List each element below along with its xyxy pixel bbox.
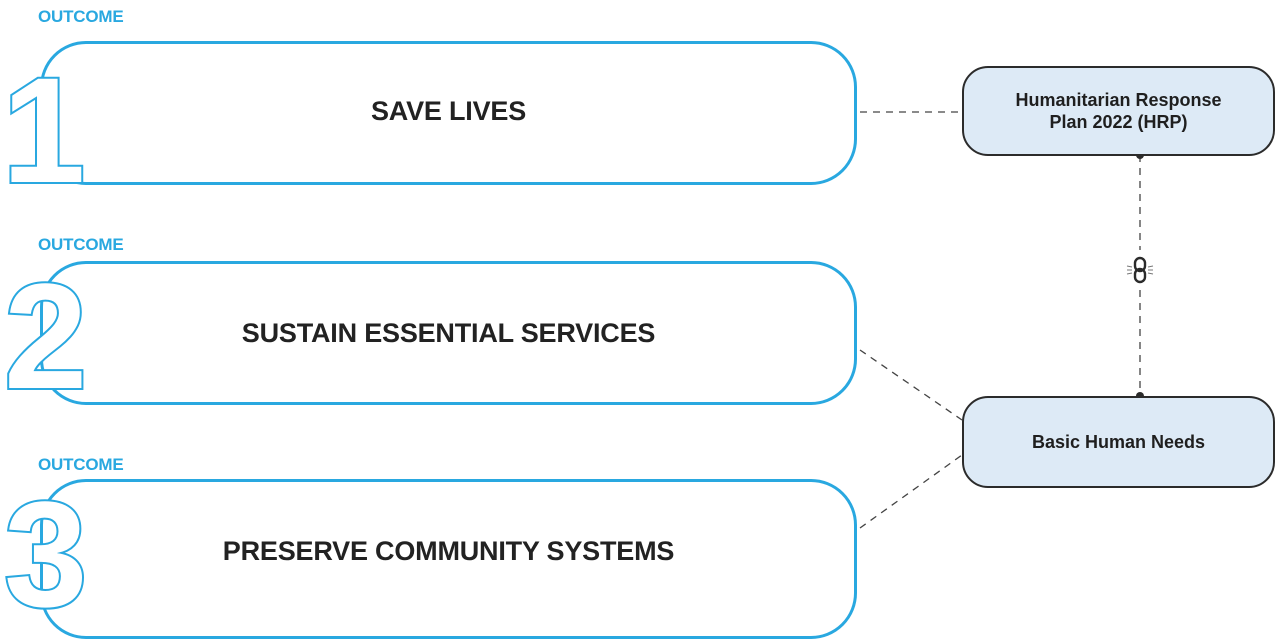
- svg-text:3: 3: [4, 480, 87, 638]
- svg-text:1: 1: [2, 46, 85, 214]
- outcome-1-label: OUTCOME: [38, 7, 124, 26]
- outcome-3-title: PRESERVE COMMUNITY SYSTEMS: [222, 536, 675, 566]
- chain-link-icon: [1126, 256, 1154, 284]
- hrp-node: Humanitarian Response Plan 2022 (HRP): [962, 66, 1275, 156]
- connector-outcome2-bhn: [859, 349, 963, 421]
- hrp-node-line2: Plan 2022 (HRP): [1049, 112, 1188, 132]
- outcome-2-title: SUSTAIN ESSENTIAL SERVICES: [241, 318, 656, 348]
- outcome-3-label: OUTCOME: [38, 455, 124, 474]
- outcome-2-label: OUTCOME: [38, 235, 124, 254]
- svg-text:2: 2: [4, 262, 87, 420]
- basic-human-needs-node: Basic Human Needs: [962, 396, 1275, 488]
- outcome-2-numeral: 2: [2, 262, 89, 422]
- connector-outcome3-bhn: [859, 454, 963, 529]
- outcome-3-numeral: 3: [2, 480, 89, 640]
- outcome-1-box: [40, 41, 857, 185]
- outcome-2-box: [40, 261, 857, 405]
- outcome-1-numeral: 1: [0, 44, 87, 216]
- hrp-node-line1: Humanitarian Response: [1015, 89, 1222, 110]
- outcome-1-title: SAVE LIVES: [370, 96, 527, 126]
- outcome-3-box: [40, 479, 857, 639]
- basic-human-needs-label: Basic Human Needs: [1031, 431, 1206, 452]
